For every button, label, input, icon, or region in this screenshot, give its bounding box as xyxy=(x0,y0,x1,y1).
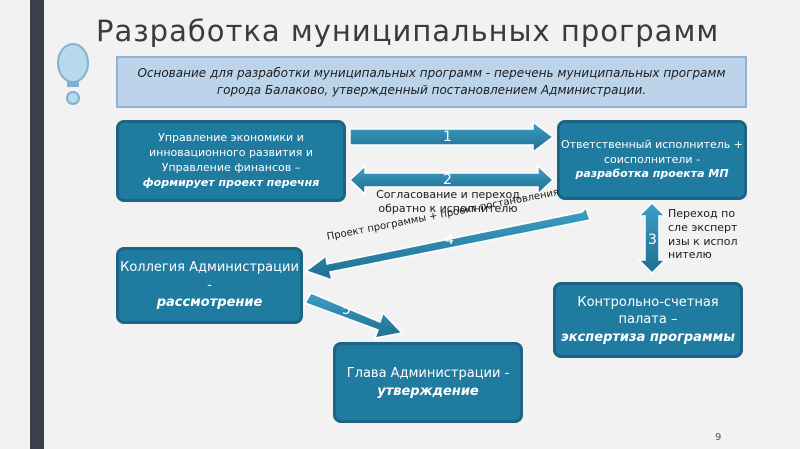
arrow-3-label: Переход после экспертизы к исполнителю xyxy=(668,207,738,262)
collegium-box-action: рассмотрение xyxy=(156,295,263,311)
arrow-5-number: 5 xyxy=(342,302,351,318)
collegium-box: Коллегия Администрации - рассмотрение xyxy=(116,247,303,324)
head-box-text: Глава Администрации - xyxy=(346,365,510,381)
arrow-5 xyxy=(303,292,404,339)
arrow-4 xyxy=(304,206,591,282)
responsible-executor-box: Ответственный исполнитель + соисполнител… xyxy=(557,120,747,200)
collegium-box-text: Коллегия Администрации - xyxy=(120,260,299,293)
head-box-action: утверждение xyxy=(377,383,479,399)
arrow-2 xyxy=(348,164,555,196)
page-title: Разработка муниципальных программ xyxy=(96,14,720,48)
economy-box-action: формирует проект перечня xyxy=(142,175,320,189)
responsible-box-action: разработка проекта МП xyxy=(575,167,729,181)
basis-subtitle: Основание для разработки муниципальных п… xyxy=(116,56,747,108)
control-box-text: Контрольно-счетная палата – xyxy=(577,294,719,328)
head-of-administration-box: Глава Администрации - утверждение xyxy=(333,342,523,423)
arrow-1-number: 1 xyxy=(443,129,452,145)
economy-department-box: Управление экономики и инновационного ра… xyxy=(116,120,346,202)
left-accent-bar xyxy=(30,0,44,449)
arrow-1 xyxy=(349,120,555,154)
economy-box-text: Управление экономики и инновационного ра… xyxy=(149,131,313,174)
arrow-3 xyxy=(637,201,667,275)
arrow-4-number: 4 xyxy=(445,232,454,248)
control-chamber-box: Контрольно-счетная палата – экспертиза п… xyxy=(553,282,743,358)
responsible-box-text: Ответственный исполнитель + соисполнител… xyxy=(560,137,744,166)
arrow-2-label: Согласование и переход обратно к исполни… xyxy=(376,188,520,215)
lightbulb-icon xyxy=(57,43,89,105)
control-box-action: экспертиза программы xyxy=(561,329,735,345)
page-number: 9 xyxy=(715,432,722,443)
arrow-2-number: 2 xyxy=(443,172,452,188)
arrow-3-number: 3 xyxy=(648,232,657,248)
